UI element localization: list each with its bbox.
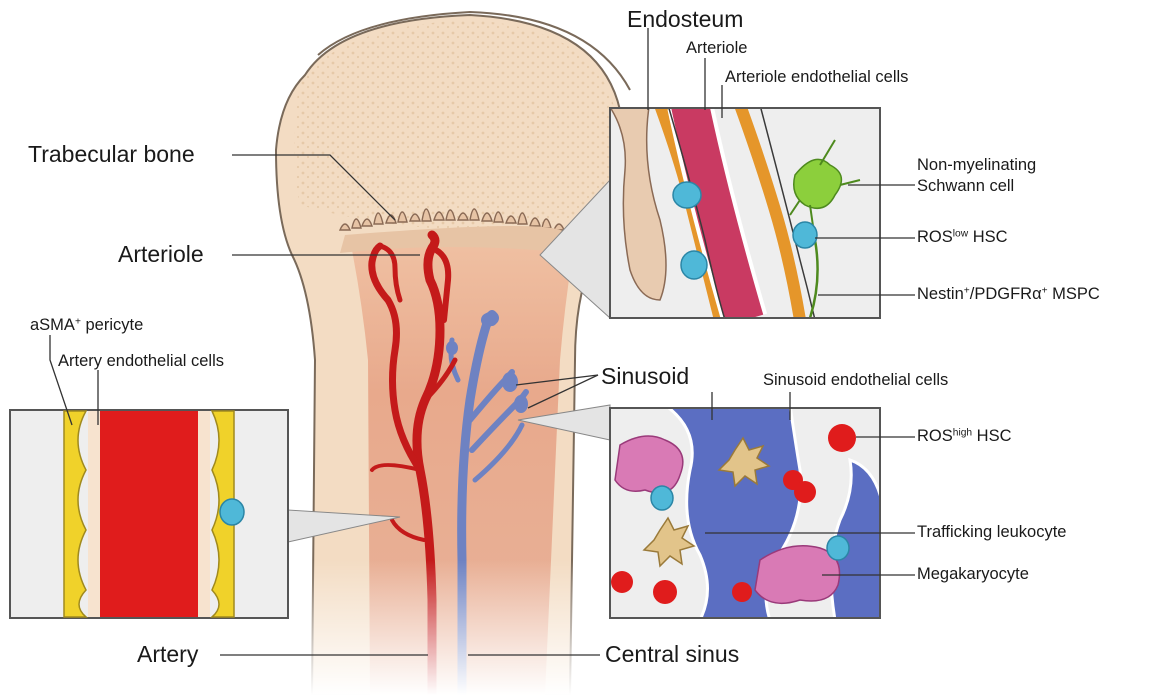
- artery-inset: [10, 410, 288, 618]
- label-sinusoid: Sinusoid: [601, 365, 689, 388]
- label-central-sinus: Central sinus: [605, 643, 739, 666]
- label-endosteum: Endosteum: [627, 8, 743, 31]
- label-asma-pericyte: aSMA+ pericyte: [30, 317, 143, 334]
- label-arteriole-inset: Arteriole: [686, 40, 747, 57]
- label-artery: Artery: [137, 643, 198, 666]
- arteriole-niche-inset: [605, 100, 880, 320]
- label-sinusoid-endothelial-cells: Sinusoid endothelial cells: [763, 372, 948, 389]
- label-arteriole-endothelial-cells: Arteriole endothelial cells: [725, 69, 908, 86]
- label-arteriole-main: Arteriole: [118, 243, 204, 266]
- label-megakaryocyte: Megakaryocyte: [917, 566, 1029, 583]
- sinusoid-niche-inset: [610, 405, 885, 620]
- label-trabecular-bone: Trabecular bone: [28, 143, 195, 166]
- label-nestin-mspc: Nestin+/PDGFRα+ MSPC: [917, 286, 1100, 303]
- label-ros-high-hsc: ROShigh HSC: [917, 428, 1012, 445]
- label-ros-low-hsc: ROSlow HSC: [917, 229, 1008, 246]
- label-artery-endothelial-cells: Artery endothelial cells: [58, 353, 224, 370]
- label-trafficking-leukocyte: Trafficking leukocyte: [917, 524, 1066, 541]
